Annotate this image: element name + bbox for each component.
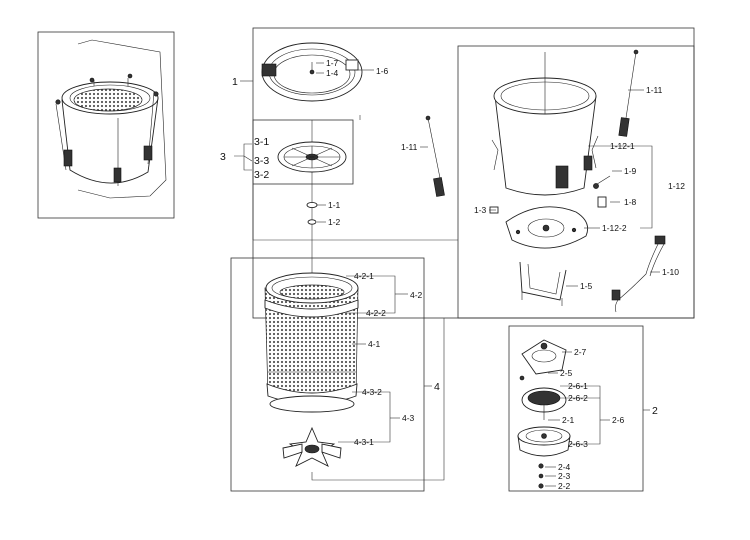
callout-4-2-1: 4-2-1 — [354, 271, 374, 281]
callout-1-3: 1-3 — [474, 205, 487, 215]
pulsator-blade-part — [282, 426, 342, 467]
callout-2-3: 2-3 — [558, 471, 571, 481]
tub-base-part — [505, 206, 589, 249]
balancer-ring-part — [261, 42, 363, 102]
callout-1-4: 1-4 — [326, 68, 339, 78]
callout-2-7: 2-7 — [574, 347, 587, 357]
nut-2-2 — [538, 483, 544, 489]
callout-1-12-2: 1-12-2 — [602, 223, 627, 233]
callout-3: 3 — [220, 151, 226, 163]
callout-2-6-2: 2-6-2 — [568, 393, 588, 403]
callout-4-3: 4-3 — [402, 413, 415, 423]
callout-4-2: 4-2 — [410, 290, 423, 300]
suspension-rod-right — [618, 49, 639, 137]
callout-1-2: 1-2 — [328, 217, 341, 227]
bracket-part — [519, 261, 567, 306]
fastener-1-2 — [307, 219, 317, 225]
callout-2-5: 2-5 — [560, 368, 573, 378]
callout-1-9: 1-9 — [624, 166, 637, 176]
callout-4: 4 — [434, 381, 440, 393]
callout-2-4: 2-4 — [558, 462, 571, 472]
suspension-rod-left — [425, 115, 445, 197]
pulsator-cover-part — [277, 141, 347, 173]
callout-4-3-2: 4-3-2 — [362, 387, 382, 397]
callout-2-6: 2-6 — [612, 415, 625, 425]
callout-1-12: 1-12 — [668, 181, 685, 191]
stator-part — [521, 387, 567, 420]
callout-labels: 1 1-7 1-4 1-6 3 3-1 3-3 3-2 1-1 1-2 1-11… — [220, 58, 685, 491]
callout-1-11-right: 1-11 — [646, 85, 663, 95]
inner-basket-part — [264, 272, 359, 413]
leader-lines — [234, 62, 660, 487]
callout-4-2-2: 4-2-2 — [366, 308, 386, 318]
callout-4-3-1: 4-3-1 — [354, 437, 374, 447]
callout-1-8: 1-8 — [624, 197, 637, 207]
frame-basket-assembly — [230, 257, 425, 492]
callout-1: 1 — [232, 76, 238, 88]
callout-2-1: 2-1 — [562, 415, 575, 425]
drain-sensor-part — [593, 175, 611, 189]
callout-1-7: 1-7 — [326, 58, 339, 68]
washer-2-3 — [538, 473, 544, 479]
callout-1-11-left: 1-11 — [401, 142, 418, 152]
callout-2-6-3: 2-6-3 — [568, 439, 588, 449]
callout-3-3: 3-3 — [254, 155, 269, 167]
frame-pulsator — [252, 119, 354, 185]
fastener-1-1 — [306, 201, 318, 209]
rotor-part — [517, 426, 571, 457]
wire-harness-part — [611, 235, 666, 313]
callout-1-12-1: 1-12-1 — [610, 141, 635, 151]
callout-2-2: 2-2 — [558, 481, 571, 491]
washer-overview-illustration — [55, 39, 167, 199]
callout-1-5: 1-5 — [580, 281, 593, 291]
callout-2: 2 — [652, 405, 658, 417]
callout-1-10: 1-10 — [662, 267, 679, 277]
callout-2-6-1: 2-6-1 — [568, 381, 588, 391]
switch-part — [597, 196, 607, 208]
callout-1-1: 1-1 — [328, 200, 341, 210]
overview-frame — [37, 31, 175, 219]
callout-3-1: 3-1 — [254, 136, 269, 148]
motor-housing-part — [519, 339, 567, 381]
frame-tub-assembly — [457, 45, 695, 319]
callout-4-1: 4-1 — [368, 339, 381, 349]
callout-3-2: 3-2 — [254, 169, 269, 181]
outer-tub-part — [491, 52, 599, 196]
frame-motor-assembly — [508, 325, 644, 492]
callout-1-6: 1-6 — [376, 66, 389, 76]
washer-2-4 — [538, 463, 544, 469]
